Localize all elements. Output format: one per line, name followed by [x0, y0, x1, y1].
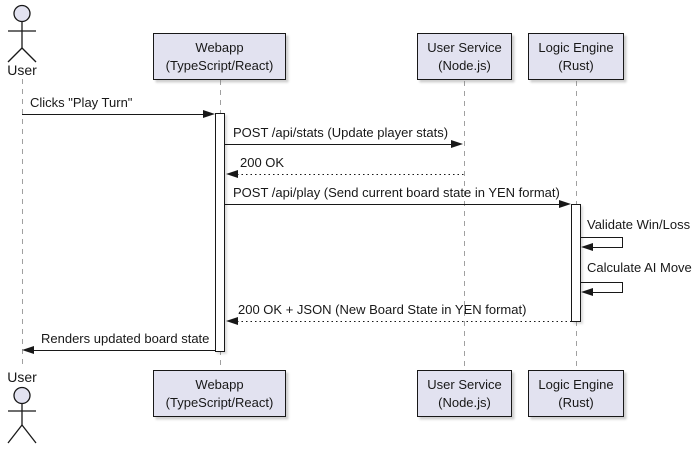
- participant-subname: (Rust): [558, 57, 594, 73]
- participant-subname: (Node.js): [438, 394, 491, 410]
- participant-logic-engine-top: Logic Engine (Rust): [528, 33, 624, 80]
- self-message-side-line: [621, 237, 623, 248]
- arrowhead-right-icon: [559, 200, 571, 208]
- self-message-side-line: [621, 282, 623, 293]
- self-message-bottom-line: [592, 247, 623, 249]
- participant-subname: (Rust): [558, 394, 594, 410]
- participant-subname: (TypeScript/React): [165, 394, 274, 410]
- message-label: Validate Win/Loss: [587, 217, 691, 232]
- participant-logic-engine-bottom: Logic Engine (Rust): [528, 370, 624, 417]
- message-return-line: [237, 321, 571, 323]
- message-label: 200 OK + JSON (New Board State in YEN fo…: [238, 302, 527, 317]
- participant-name: Webapp: [195, 39, 244, 55]
- message-label: 200 OK: [240, 155, 285, 170]
- participant-webapp-bottom: Webapp (TypeScript/React): [153, 370, 286, 417]
- actor-icon: [7, 386, 37, 444]
- arrowhead-left-icon: [581, 288, 593, 296]
- message-label: Clicks "Play Turn": [30, 95, 133, 110]
- message-label: Renders updated board state: [41, 331, 210, 346]
- participant-subname: (Node.js): [438, 57, 491, 73]
- message-return-line: [237, 174, 464, 176]
- message-line: [225, 144, 452, 146]
- message-label: Calculate AI Move: [587, 260, 692, 275]
- self-message-top-line: [581, 237, 623, 239]
- arrowhead-right-icon: [203, 110, 215, 118]
- arrowhead-left-icon: [226, 317, 238, 325]
- message-line: [33, 350, 215, 352]
- lifeline-user: [21, 79, 23, 368]
- message-label: POST /api/play (Send current board state…: [233, 185, 560, 200]
- self-message-bottom-line: [592, 292, 623, 294]
- arrowhead-left-icon: [581, 243, 593, 251]
- arrowhead-right-icon: [451, 140, 463, 148]
- arrowhead-left-icon: [226, 170, 238, 178]
- actor-label-top: User: [7, 62, 37, 78]
- participant-name: User Service: [427, 376, 502, 392]
- arrowhead-left-icon: [22, 346, 34, 354]
- activation-logic-engine: [571, 204, 581, 322]
- activation-webapp: [215, 113, 225, 352]
- message-line: [225, 204, 560, 206]
- participant-name: Logic Engine: [538, 39, 614, 55]
- participant-user-service-bottom: User Service (Node.js): [417, 370, 512, 417]
- participant-name: Logic Engine: [538, 376, 614, 392]
- lifeline-user-service: [463, 81, 465, 370]
- participant-subname: (TypeScript/React): [165, 57, 274, 73]
- message-line: [22, 114, 204, 116]
- participant-name: Webapp: [195, 376, 244, 392]
- participant-webapp-top: Webapp (TypeScript/React): [153, 33, 286, 80]
- participant-user-service-top: User Service (Node.js): [417, 33, 512, 80]
- participant-name: User Service: [427, 39, 502, 55]
- actor-icon: [7, 4, 37, 63]
- message-label: POST /api/stats (Update player stats): [233, 125, 449, 140]
- actor-label-bottom: User: [7, 369, 37, 385]
- self-message-top-line: [581, 282, 623, 284]
